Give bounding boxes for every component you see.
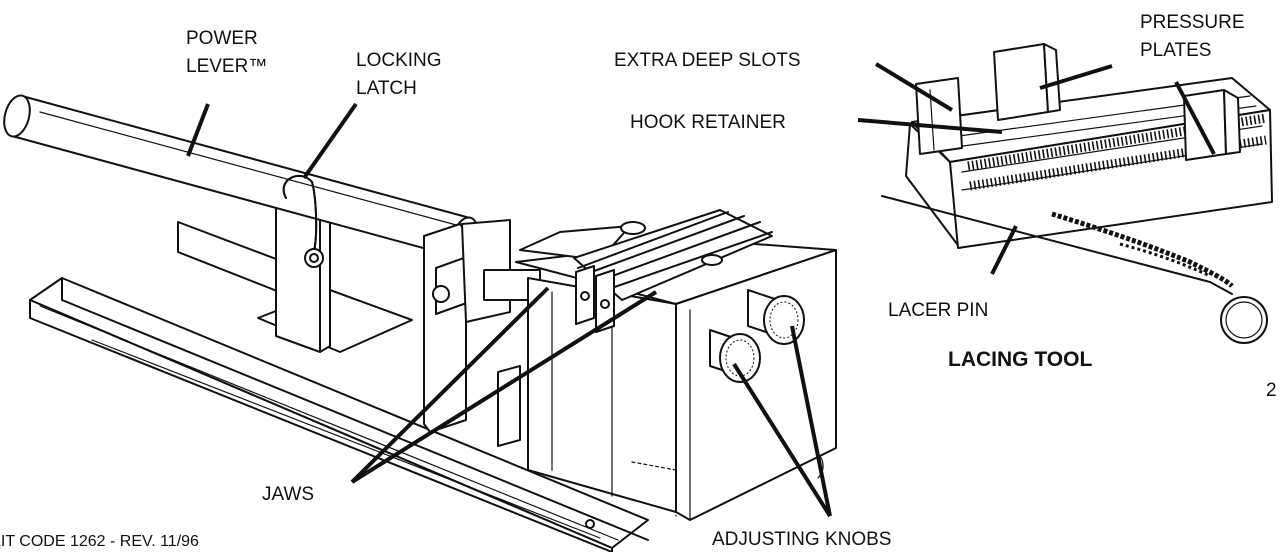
label-lacing-tool: LACING TOOL bbox=[948, 348, 1092, 371]
footer-lit-code: LIT CODE 1262 - REV. 11/96 bbox=[0, 533, 199, 550]
leader-lacer-pin bbox=[990, 225, 1018, 275]
lever-post bbox=[275, 195, 331, 353]
lacing-machine-illustration bbox=[3, 94, 837, 553]
leader-pressure-plate-right bbox=[1174, 81, 1216, 155]
label-jaws: JAWS bbox=[262, 484, 314, 505]
locking-latch-hook bbox=[282, 174, 324, 268]
label-lacer-pin: LACER PIN bbox=[888, 300, 988, 321]
lacer-pin-chain bbox=[1051, 211, 1234, 288]
label-hook-retainer: HOOK RETAINER bbox=[630, 112, 786, 133]
leader-power-lever bbox=[186, 103, 210, 157]
leader-lines bbox=[186, 62, 1216, 518]
label-power-lever-line2: LEVER™ bbox=[186, 56, 267, 77]
label-locking-latch-line2: LATCH bbox=[356, 78, 417, 99]
adjusting-knob-lower bbox=[709, 329, 761, 383]
leader-knob-upper bbox=[790, 325, 832, 517]
leader-pressure-plate-left bbox=[1039, 64, 1113, 90]
leader-locking-latch bbox=[302, 102, 358, 180]
leader-jaws-1 bbox=[350, 286, 550, 484]
lacing-tool-illustration bbox=[881, 43, 1273, 344]
pressure-plate-left bbox=[993, 43, 1061, 121]
label-adjusting-knobs: ADJUSTING KNOBS bbox=[712, 529, 891, 550]
label-pressure-plates-line2: PLATES bbox=[1140, 40, 1211, 61]
page-number-fragment: 2 bbox=[1266, 380, 1277, 401]
jaw-screw-top bbox=[620, 221, 646, 235]
leader-hook-retainer bbox=[857, 118, 1003, 134]
label-power-lever-line1: POWER bbox=[186, 28, 258, 49]
label-pressure-plates-line1: PRESSURE bbox=[1140, 12, 1245, 33]
leader-jaws-2 bbox=[350, 290, 658, 484]
power-lever-tube bbox=[3, 94, 479, 260]
leader-extra-deep-slots bbox=[874, 62, 954, 112]
text-labels: POWER LEVER™ LOCKING LATCH JAWS ADJUSTIN… bbox=[0, 12, 1277, 550]
jaw-screw-front bbox=[701, 254, 723, 266]
main-housing bbox=[515, 239, 837, 521]
pressure-plate-right bbox=[1183, 89, 1241, 161]
label-locking-latch-line1: LOCKING bbox=[356, 50, 442, 71]
lacer-pin-ring bbox=[1220, 296, 1268, 344]
label-extra-deep-slots: EXTRA DEEP SLOTS bbox=[614, 50, 801, 71]
leader-knob-lower bbox=[732, 362, 832, 518]
jaw-assembly bbox=[519, 209, 773, 333]
linkage-plates bbox=[423, 219, 541, 447]
